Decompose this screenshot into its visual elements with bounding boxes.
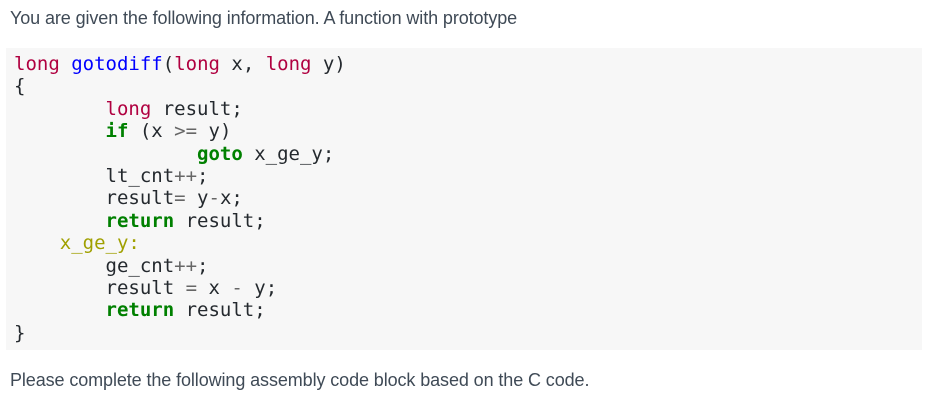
code-token-kt: long: [105, 97, 152, 120]
code-line: goto x_ge_y;: [14, 143, 914, 165]
code-token-pl: (x: [128, 120, 175, 143]
code-token-pl: y;: [242, 276, 278, 299]
code-token-pl: result;: [151, 97, 243, 120]
code-token-pl: x_ge_y;: [242, 142, 335, 165]
outro-text: Please complete the following assembly c…: [10, 370, 590, 391]
code-token-k: if: [105, 120, 129, 143]
code-token-pl: result;: [174, 299, 266, 322]
code-token-pl: y): [197, 120, 232, 143]
code-token-nf: gotodiff: [71, 53, 163, 75]
code-line: {: [14, 75, 914, 97]
code-token-pl: x: [197, 276, 232, 299]
code-line: if (x >= y): [14, 120, 914, 142]
code-token-pl: [14, 210, 106, 232]
code-token-pl: result;: [174, 209, 266, 232]
code-line: return result;: [14, 210, 914, 232]
code-token-pl: ;: [197, 254, 209, 277]
code-line: }: [14, 322, 914, 344]
code-token-o: ++: [174, 164, 198, 187]
code-line: long gotodiff(long x, long y): [14, 53, 914, 75]
code-token-pl: result: [14, 276, 186, 299]
code-token-pl: x,: [219, 53, 266, 75]
code-token-pl: {: [14, 75, 26, 98]
code-line: long result;: [14, 98, 914, 120]
code-token-pl: ge_cnt: [14, 254, 175, 277]
intro-text: You are given the following information.…: [10, 8, 518, 28]
code-line: result = x - y;: [14, 277, 914, 299]
code-token-o: =: [185, 276, 198, 299]
code-token-pl: lt_cnt: [14, 164, 175, 187]
code-token-kt: long: [174, 53, 220, 75]
code-token-pl: ;: [197, 164, 209, 187]
code-line: result= y-x;: [14, 187, 914, 209]
code-line: return result;: [14, 299, 914, 321]
code-token-pl: [14, 143, 197, 165]
code-token-o: >=: [174, 120, 198, 143]
code-token-o: ++: [174, 254, 198, 277]
code-token-k: return: [105, 209, 175, 232]
code-token-pl: x;: [219, 187, 243, 210]
code-line: lt_cnt++;: [14, 165, 914, 187]
code-token-nl: x_ge_y:: [59, 232, 140, 255]
code-token-o: -: [208, 187, 220, 210]
code-token-pl: [14, 98, 106, 120]
code-token-o: -: [231, 276, 243, 299]
code-token-pl: result: [14, 187, 175, 210]
code-token-k: return: [105, 299, 175, 322]
code-block: long gotodiff(long x, long y){ long resu…: [6, 48, 922, 351]
code-token-pl: }: [14, 321, 26, 344]
code-token-k: goto: [197, 142, 243, 165]
code-token-pl: [60, 53, 71, 75]
code-token-o: =: [174, 187, 186, 210]
code-token-pl: [14, 232, 60, 254]
code-line: ge_cnt++;: [14, 255, 914, 277]
code-token-pl: [14, 299, 106, 321]
code-line: x_ge_y:: [14, 232, 914, 254]
code-token-pl: (: [162, 53, 175, 75]
code-token-kt: long: [14, 53, 60, 75]
code-token-pl: y): [311, 53, 346, 75]
code-token-pl: [14, 120, 106, 142]
code-token-pl: y: [185, 187, 209, 210]
code-token-kt: long: [265, 53, 312, 75]
